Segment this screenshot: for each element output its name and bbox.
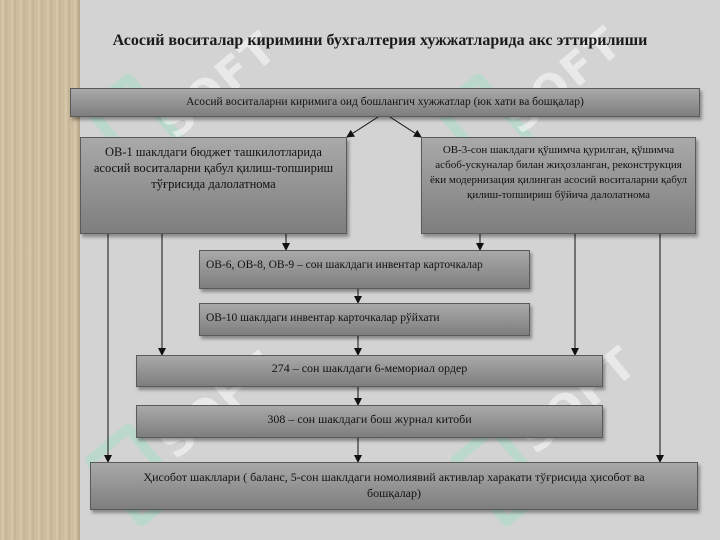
box-ov10-list: ОВ-10 шаклдаги инвентар карточкалар рўйх… bbox=[199, 303, 530, 336]
box-initial-documents: Асосий воситаларни киримига оид бошланги… bbox=[70, 88, 700, 117]
diagram-title: Асосий воситалар киримини бухгалтерия ху… bbox=[112, 32, 648, 49]
box-ov6-cards-label: ОВ-6, ОВ-8, ОВ-9 – сон шаклдаги инвентар… bbox=[206, 259, 483, 271]
box-memorial-order-274: 274 – сон шаклдаги 6-мемориал ордер bbox=[136, 355, 603, 387]
box-ov6-cards: ОВ-6, ОВ-8, ОВ-9 – сон шаклдаги инвентар… bbox=[199, 250, 530, 289]
box-initial-documents-label: Асосий воситаларни киримига оид бошланги… bbox=[186, 96, 584, 108]
box-general-journal-308: 308 – сон шаклдаги бош журнал китоби bbox=[136, 405, 603, 438]
box-ov1: ОВ-1 шаклдаги бюджет ташкилотларида асос… bbox=[80, 137, 347, 234]
box-ov3: ОВ-3-сон шаклдаги қўшимча қурилган, қўши… bbox=[421, 137, 696, 234]
box-memorial-order-274-label: 274 – сон шаклдаги 6-мемориал ордер bbox=[271, 361, 468, 375]
box-general-journal-308-label: 308 – сон шаклдаги бош журнал китоби bbox=[267, 412, 472, 426]
box-ov1-label: ОВ-1 шаклдаги бюджет ташкилотларида асос… bbox=[93, 145, 334, 191]
box-reporting-forms: Ҳисобот шакллари ( баланс, 5-сон шаклдаг… bbox=[90, 462, 698, 510]
decorative-left-strip bbox=[0, 0, 80, 540]
box-ov3-label: ОВ-3-сон шаклдаги қўшимча қурилган, қўши… bbox=[430, 144, 687, 201]
box-reporting-forms-label: Ҳисобот шакллари ( баланс, 5-сон шаклдаг… bbox=[143, 470, 645, 500]
box-ov10-list-label: ОВ-10 шаклдаги инвентар карточкалар рўйх… bbox=[206, 312, 440, 324]
